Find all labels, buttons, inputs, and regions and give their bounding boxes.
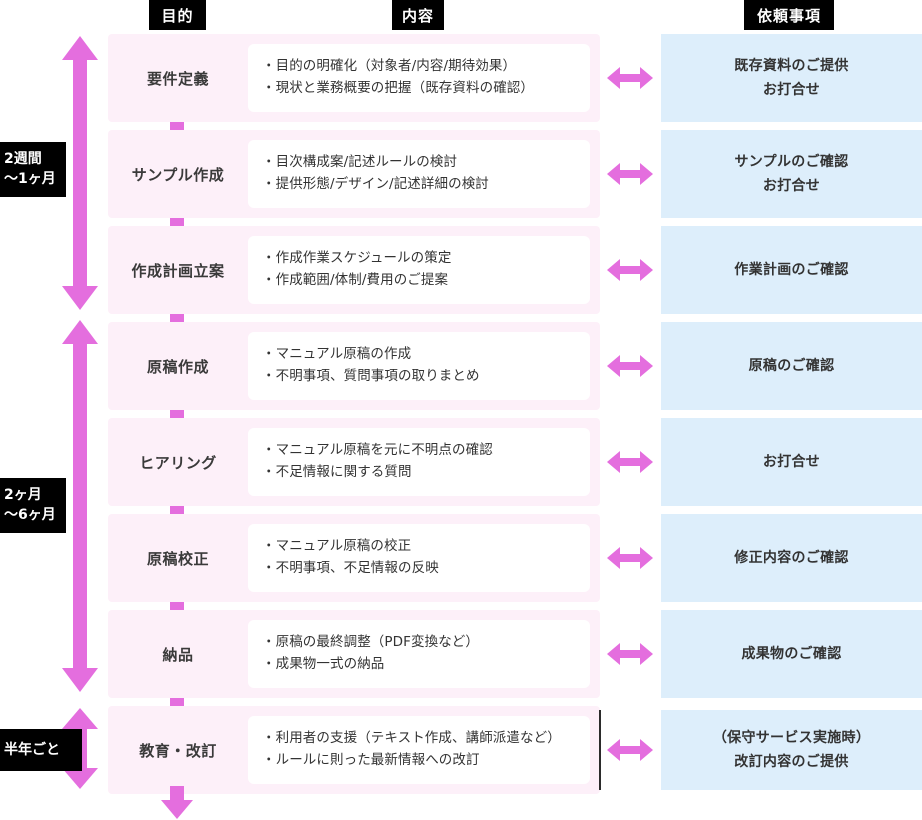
detail-bullet: ・提供形態/デザイン/記述詳細の検討 xyxy=(262,176,489,192)
double-horizontal-arrow-icon xyxy=(606,449,654,475)
detail-panel: ・マニュアル原稿の校正 ・不明事項、不足情報の反映 xyxy=(248,524,590,592)
detail-bullet: ・不足情報に関する質問 xyxy=(262,464,412,480)
phase-label: 原稿校正 xyxy=(146,549,209,568)
process-row[interactable]: 作成計画立案 ・作成作業スケジュールの策定 ・作成範囲/体制/費用のご提案 xyxy=(108,226,600,314)
detail-panel: ・作成作業スケジュールの策定 ・作成範囲/体制/費用のご提案 xyxy=(248,236,590,304)
double-horizontal-arrow-icon xyxy=(606,65,654,91)
phase-label: 納品 xyxy=(162,645,194,664)
column-header-band: 目的 内容 依頼事項 xyxy=(0,0,922,30)
double-horizontal-arrow-icon xyxy=(606,737,654,763)
detail-bullet: ・不明事項、不足情報の反映 xyxy=(262,560,439,576)
column-header-content: 内容 xyxy=(392,0,444,30)
timeline-axis-segment-1 xyxy=(55,34,105,312)
request-box[interactable]: 修正内容のご確認 xyxy=(661,514,922,602)
request-box[interactable]: 原稿のご確認 xyxy=(661,322,922,410)
period-label-1: 2週間 ～1ヶ月 xyxy=(0,142,66,197)
detail-bullet: ・成果物一式の納品 xyxy=(262,656,385,672)
request-box[interactable]: 既存資料のご提供 お打合せ xyxy=(661,34,922,122)
request-box[interactable]: お打合せ xyxy=(661,418,922,506)
detail-bullet: ・マニュアル原稿を元に不明点の確認 xyxy=(262,442,493,459)
phase-label: サンプル作成 xyxy=(131,165,225,184)
column-header-request: 依頼事項 xyxy=(744,0,834,30)
detail-panel: ・マニュアル原稿の作成 ・不明事項、質問事項の取りまとめ xyxy=(248,332,590,400)
detail-panel: ・原稿の最終調整（PDF変換など） ・成果物一式の納品 xyxy=(248,620,590,688)
process-row[interactable]: 教育・改訂 ・利用者の支援（テキスト作成、講師派遣など） ・ルールに則った最新情… xyxy=(108,706,600,794)
detail-bullet: ・原稿の最終調整（PDF変換など） xyxy=(262,634,480,651)
double-horizontal-arrow-icon xyxy=(606,641,654,667)
phase-label: 教育・改訂 xyxy=(139,741,217,760)
detail-bullet: ・現状と業務概要の把握（既存資料の確認） xyxy=(262,80,534,96)
phase-label: 要件定義 xyxy=(146,69,209,88)
double-horizontal-arrow-icon xyxy=(606,353,654,379)
process-row[interactable]: 原稿作成 ・マニュアル原稿の作成 ・不明事項、質問事項の取りまとめ xyxy=(108,322,600,410)
process-row[interactable]: ヒアリング ・マニュアル原稿を元に不明点の確認 ・不足情報に関する質問 xyxy=(108,418,600,506)
detail-bullet: ・目次構成案/記述ルールの検討 xyxy=(262,154,458,171)
period-label-2: 2ヶ月 ～6ヶ月 xyxy=(0,478,66,533)
detail-bullet: ・作成範囲/体制/費用のご提案 xyxy=(262,272,449,288)
detail-bullet: ・マニュアル原稿の校正 xyxy=(262,538,412,555)
detail-bullet: ・不明事項、質問事項の取りまとめ xyxy=(262,368,480,384)
detail-panel: ・目的の明確化（対象者/内容/期待効果） ・現状と業務概要の把握（既存資料の確認… xyxy=(248,44,590,112)
detail-bullet: ・作成作業スケジュールの策定 xyxy=(262,250,452,267)
double-vertical-arrow-icon xyxy=(55,318,105,694)
detail-panel: ・マニュアル原稿を元に不明点の確認 ・不足情報に関する質問 xyxy=(248,428,590,496)
request-box[interactable]: 作業計画のご確認 xyxy=(661,226,922,314)
detail-bullet: ・マニュアル原稿の作成 xyxy=(262,346,412,363)
process-row[interactable]: 要件定義 ・目的の明確化（対象者/内容/期待効果） ・現状と業務概要の把握（既存… xyxy=(108,34,600,122)
phase-label: 原稿作成 xyxy=(146,357,209,376)
timeline-axis-segment-2 xyxy=(55,318,105,694)
detail-panel: ・目次構成案/記述ルールの検討 ・提供形態/デザイン/記述詳細の検討 xyxy=(248,140,590,208)
detail-panel: ・利用者の支援（テキスト作成、講師派遣など） ・ルールに則った最新情報への改訂 xyxy=(248,716,590,784)
period-label-3: 半年ごと xyxy=(0,729,82,772)
row-separator-line xyxy=(599,710,601,790)
double-horizontal-arrow-icon xyxy=(606,545,654,571)
detail-bullet: ・ルールに則った最新情報への改訂 xyxy=(262,752,480,768)
double-vertical-arrow-icon xyxy=(55,34,105,312)
flow-end-down-arrow-icon xyxy=(159,786,195,820)
phase-label: ヒアリング xyxy=(139,453,217,472)
process-row[interactable]: 原稿校正 ・マニュアル原稿の校正 ・不明事項、不足情報の反映 xyxy=(108,514,600,602)
process-row[interactable]: 納品 ・原稿の最終調整（PDF変換など） ・成果物一式の納品 xyxy=(108,610,600,698)
double-horizontal-arrow-icon xyxy=(606,257,654,283)
column-header-purpose: 目的 xyxy=(149,0,206,30)
request-box[interactable]: （保守サービス実施時） 改訂内容のご提供 xyxy=(661,710,922,790)
double-horizontal-arrow-icon xyxy=(606,161,654,187)
request-box[interactable]: サンプルのご確認 お打合せ xyxy=(661,130,922,218)
process-row[interactable]: サンプル作成 ・目次構成案/記述ルールの検討 ・提供形態/デザイン/記述詳細の検… xyxy=(108,130,600,218)
request-box[interactable]: 成果物のご確認 xyxy=(661,610,922,698)
detail-bullet: ・目的の明確化（対象者/内容/期待効果） xyxy=(262,58,517,75)
detail-bullet: ・利用者の支援（テキスト作成、講師派遣など） xyxy=(262,730,561,747)
phase-label: 作成計画立案 xyxy=(131,261,225,280)
